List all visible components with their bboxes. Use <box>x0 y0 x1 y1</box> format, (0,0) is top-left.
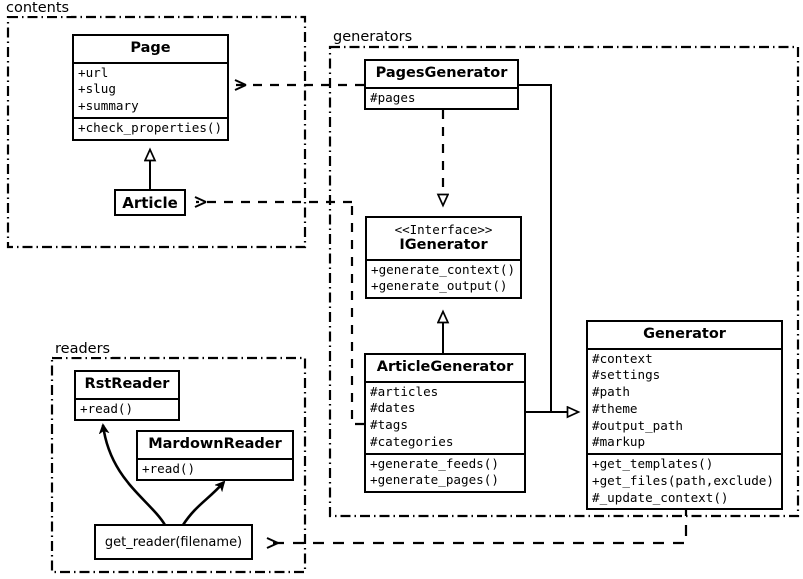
class-methods-mardownreader: +read() <box>138 457 292 480</box>
class-methods-page: +check_properties() <box>74 116 227 139</box>
class-box-generator[interactable]: Generator #context #settings #path #them… <box>586 320 783 511</box>
method-row: #_update_context() <box>592 489 729 505</box>
class-name-pagesgenerator: PagesGenerator <box>375 65 508 81</box>
class-name-igenerator: <<Interface>> IGenerator <box>367 218 520 259</box>
class-attributes-pagesgenerator: #pages <box>366 86 517 109</box>
attribute-row: #settings <box>592 367 661 383</box>
class-attributes-page: +url +slug +summary <box>74 61 227 117</box>
attribute-row: #categories <box>370 433 454 449</box>
class-box-page[interactable]: Page +url +slug +summary +check_properti… <box>72 34 229 141</box>
attribute-row: +slug <box>78 81 116 97</box>
class-box-article[interactable]: Article <box>114 189 186 216</box>
method-row: +read() <box>142 460 196 476</box>
connector-articlegenerator-uses-article <box>194 196 364 426</box>
package-label-readers: readers <box>53 341 113 357</box>
class-methods-igenerator: +generate_context() +generate_output() <box>367 258 520 297</box>
class-box-rstreader[interactable]: RstReader +read() <box>74 370 180 422</box>
method-row: +generate_context() <box>371 261 516 277</box>
package-border-readers <box>50 356 307 574</box>
class-methods-articlegenerator: +generate_feeds() +generate_pages() <box>366 452 524 491</box>
method-row: +generate_output() <box>371 278 508 294</box>
attribute-row: #articles <box>370 383 439 399</box>
attribute-row: #theme <box>592 400 638 416</box>
class-box-igenerator[interactable]: <<Interface>> IGenerator +generate_conte… <box>365 216 522 300</box>
method-row: +get_templates() <box>592 456 714 472</box>
package-border-contents <box>6 15 307 249</box>
attribute-row: +summary <box>78 98 139 114</box>
attribute-row: +url <box>78 64 109 80</box>
class-name-page: Page <box>130 40 171 56</box>
class-name-articlegenerator: ArticleGenerator <box>376 359 514 375</box>
attribute-row: #context <box>592 350 653 366</box>
package-border-generators <box>328 45 800 518</box>
attribute-row: #markup <box>592 434 646 450</box>
function-box-get-reader[interactable]: get_reader(filename) <box>94 524 253 560</box>
method-row: +generate_pages() <box>370 472 499 488</box>
attribute-row: #dates <box>370 400 416 416</box>
class-name-generator: Generator <box>643 326 726 342</box>
attribute-row: #pages <box>370 89 416 105</box>
package-label-generators: generators <box>331 29 415 45</box>
class-name-article: Article <box>122 193 178 212</box>
method-row: +get_files(path,exclude) <box>592 472 774 488</box>
function-name-get-reader: get_reader(filename) <box>104 534 243 550</box>
connector-get-reader-creates-mardownreader <box>181 482 224 526</box>
method-row: +read() <box>80 400 134 416</box>
method-row: +generate_feeds() <box>370 455 499 471</box>
connector-get-reader-creates-rstreader <box>103 425 167 526</box>
class-methods-generator: +get_templates() +get_files(path,exclude… <box>588 453 781 508</box>
attribute-row: #path <box>592 384 630 400</box>
package-label-contents: contents <box>4 0 72 16</box>
class-box-mardownreader[interactable]: MardownReader +read() <box>136 430 294 482</box>
class-name-rstreader: RstReader <box>84 376 170 392</box>
class-box-pagesgenerator[interactable]: PagesGenerator #pages <box>364 59 519 111</box>
class-name-label-igenerator: IGenerator <box>399 237 488 253</box>
connector-generators-inherit-generator <box>519 84 578 412</box>
attribute-row: #output_path <box>592 417 683 433</box>
class-stereotype-igenerator: <<Interface>> <box>394 222 493 237</box>
method-row: +check_properties() <box>78 119 223 135</box>
class-box-articlegenerator[interactable]: ArticleGenerator #articles #dates #tags … <box>364 353 526 494</box>
class-attributes-generator: #context #settings #path #theme #output_… <box>588 347 781 453</box>
class-methods-rstreader: +read() <box>76 397 178 420</box>
class-name-mardownreader: MardownReader <box>148 436 282 452</box>
attribute-row: #tags <box>370 417 408 433</box>
class-attributes-articlegenerator: #articles #dates #tags #categories <box>366 380 524 453</box>
